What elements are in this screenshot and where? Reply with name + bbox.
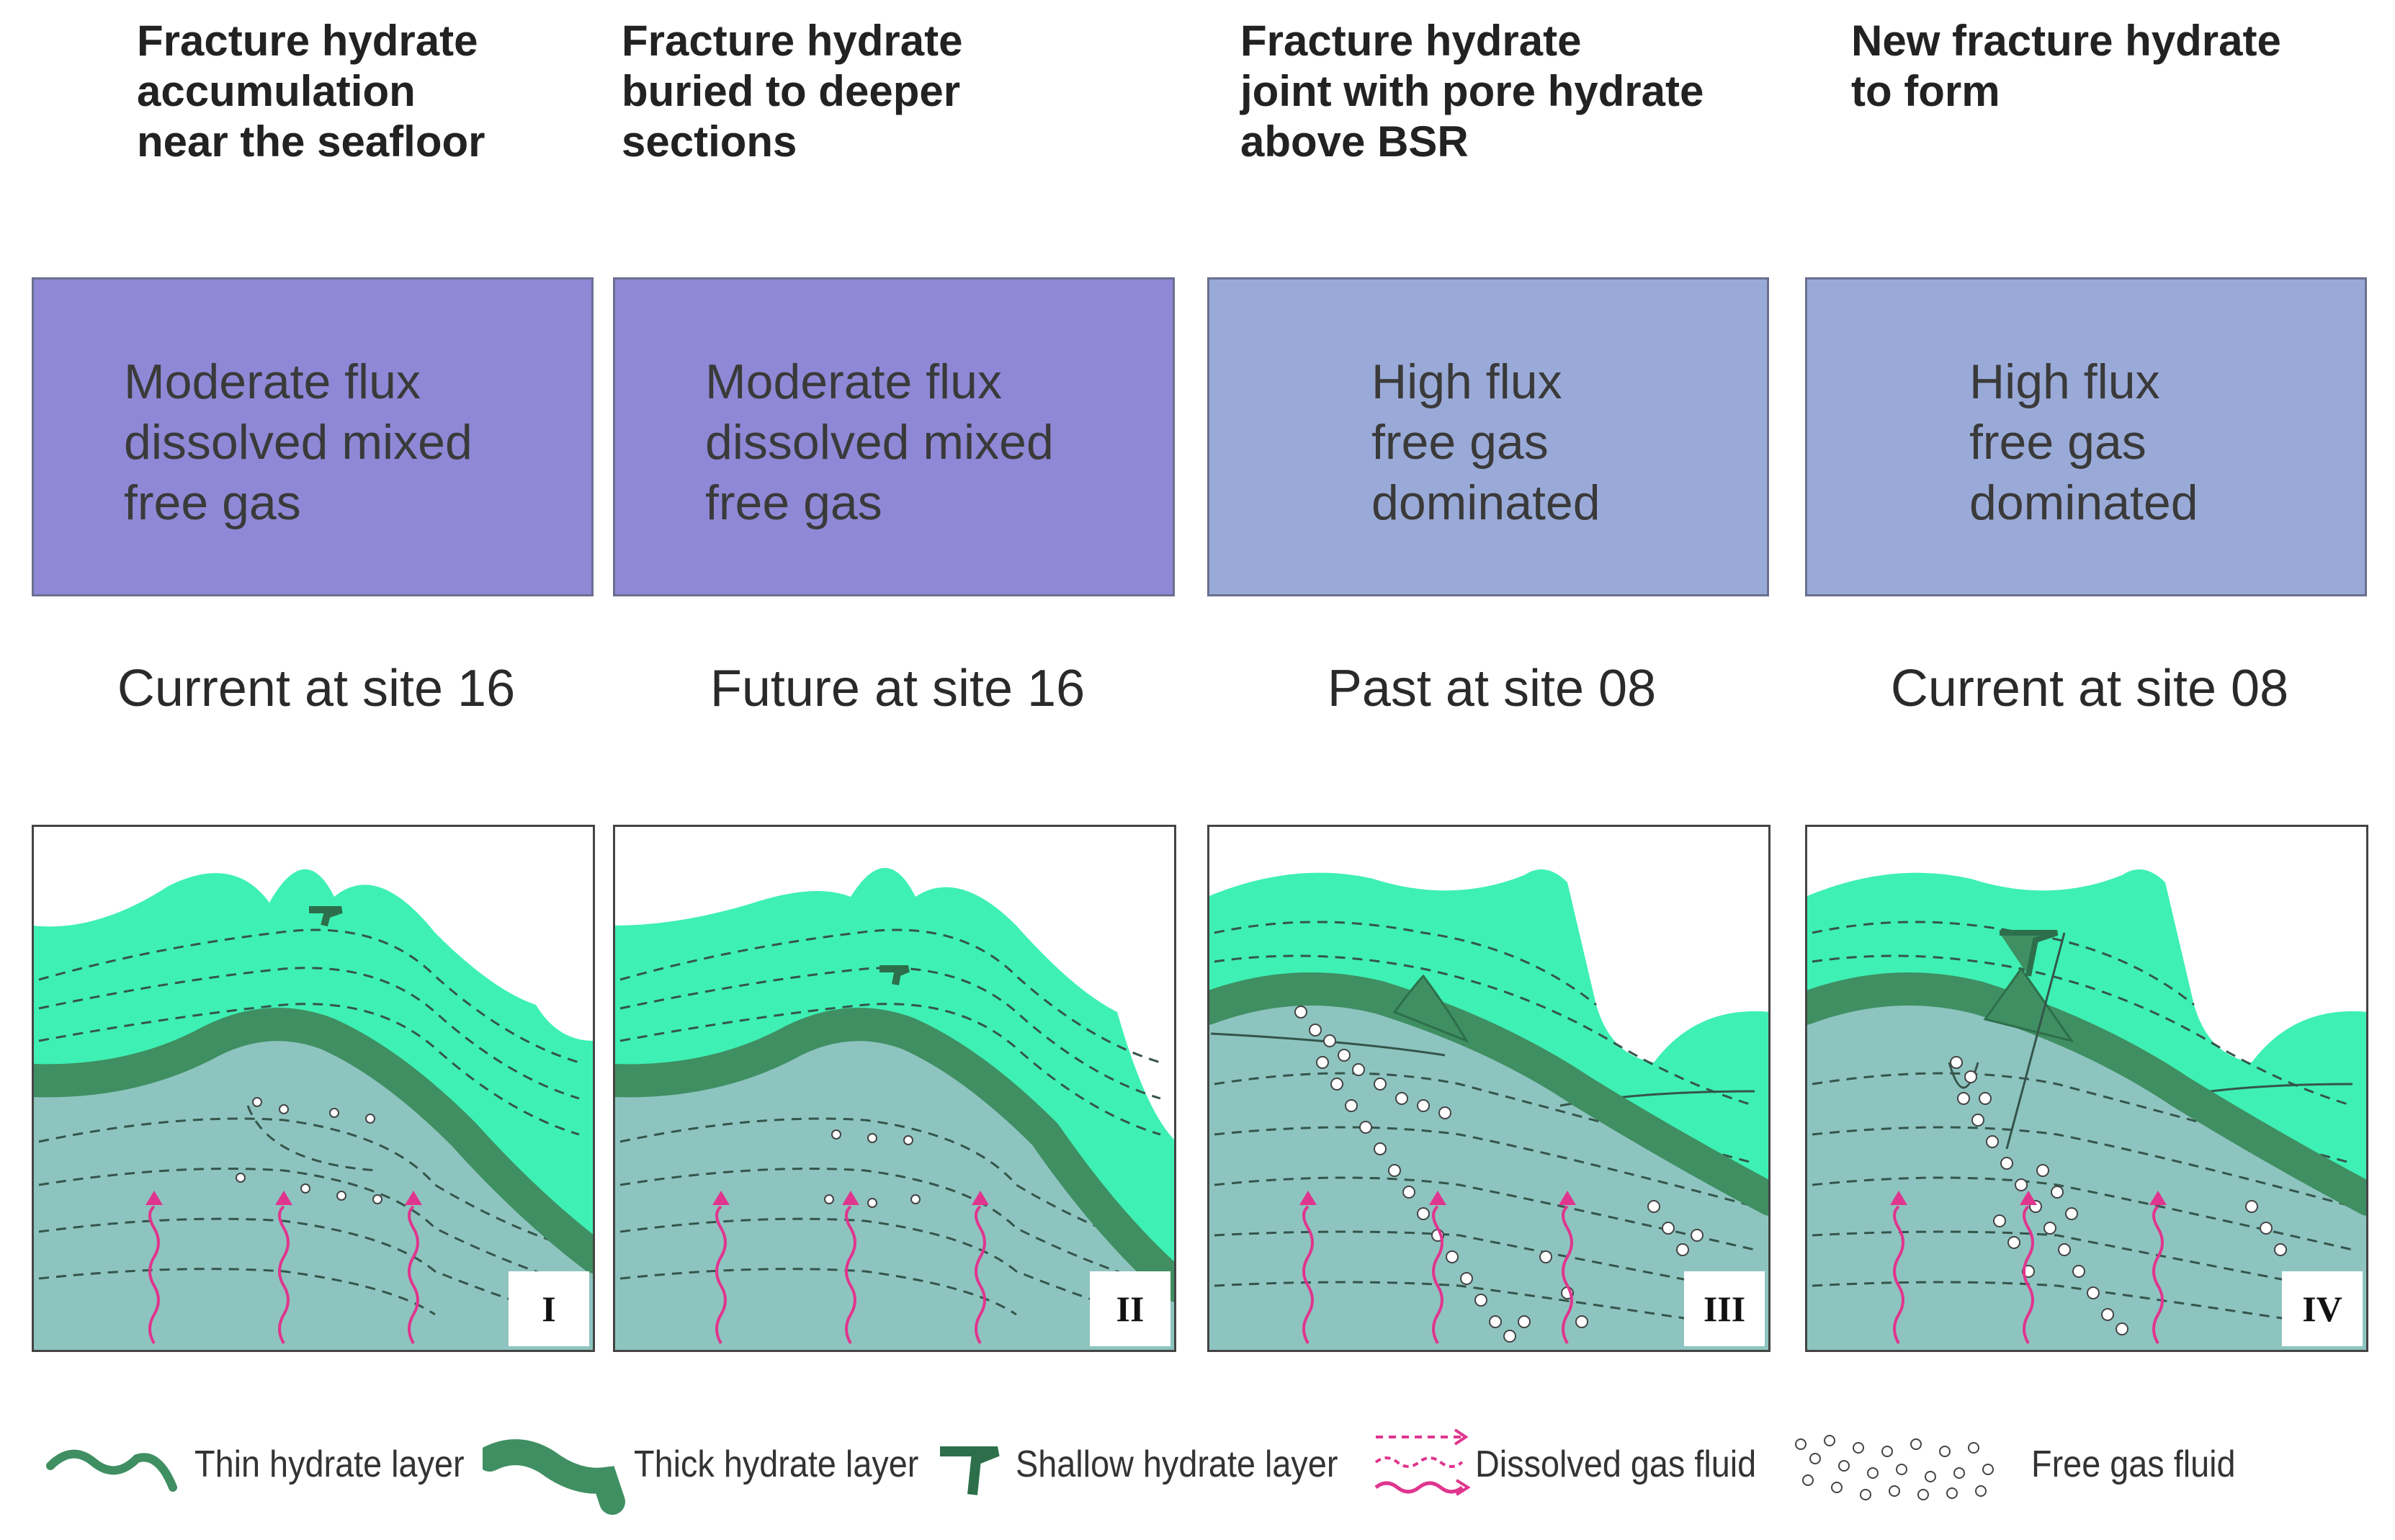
flux-box: Moderate flux dissolved mixed free gas (613, 277, 1175, 596)
shallow-hydrate-icon (940, 1446, 1000, 1495)
thin-hydrate-icon (46, 1449, 177, 1492)
legend-item-thin-hydrate: Thin hydrate layer (43, 1408, 504, 1523)
flux-description: High flux free gas dominated (1371, 354, 1601, 530)
lower-sediment (32, 1019, 595, 1352)
cross-section-panel-4: IV (1805, 825, 2368, 1352)
timeline-label: Past at site 08 (1327, 660, 1657, 717)
flux-box: High flux free gas dominated (1207, 277, 1769, 596)
legend-label: Shallow hydrate layer (1016, 1443, 1338, 1485)
flux-box: High flux free gas dominated (1805, 277, 2367, 596)
stage-column-1: Fracture hydrate accumulation near the s… (32, 0, 601, 1369)
stage-heading: Fracture hydrate buried to deeper sectio… (622, 17, 963, 166)
flux-description: Moderate flux dissolved mixed free gas (124, 354, 473, 530)
legend-item-thick-hydrate: Thick hydrate layer (477, 1408, 929, 1523)
free-gas-icon (1795, 1435, 1994, 1500)
flux-description: Moderate flux dissolved mixed free gas (705, 354, 1054, 530)
stage-heading: Fracture hydrate accumulation near the s… (137, 17, 485, 166)
legend-label: Dissolved gas fluid (1475, 1443, 1757, 1485)
flux-box: Moderate flux dissolved mixed free gas (32, 277, 594, 596)
shallow-hydrate (309, 906, 343, 927)
stage-heading: New fracture hydrate to form (1851, 17, 2281, 115)
legend-label: Thin hydrate layer (194, 1443, 465, 1485)
cross-section-panel-1: I (32, 825, 595, 1352)
dissolved-gas-icon (1374, 1428, 1471, 1496)
timeline-label: Future at site 16 (709, 660, 1085, 717)
panel-label: III (1684, 1271, 1765, 1346)
legend-label: Free gas fluid (2031, 1443, 2236, 1485)
stage-column-3: Fracture hydrate joint with pore hydrate… (1207, 0, 1776, 1369)
stage-column-4: New fracture hydrate to form High flux f… (1805, 0, 2374, 1369)
cross-section-panel-3: III (1207, 825, 1770, 1352)
thick-hydrate-icon (477, 1439, 625, 1515)
stage-column-2: Fracture hydrate buried to deeper sectio… (613, 0, 1182, 1369)
stage-heading: Fracture hydrate joint with pore hydrate… (1240, 17, 1704, 166)
timeline-label: Current at site 08 (1890, 660, 2289, 717)
legend-item-dissolved-gas: Dissolved gas fluid (1369, 1408, 1779, 1523)
panel-label: I (509, 1271, 589, 1346)
panel-label: IV (2282, 1271, 2363, 1346)
thick-hydrate (32, 1008, 595, 1273)
cross-section-panel-2: II (613, 825, 1176, 1352)
legend-item-shallow-hydrate: Shallow hydrate layer (929, 1408, 1361, 1523)
panel-label: II (1090, 1271, 1170, 1346)
timeline-label: Current at site 16 (117, 660, 516, 717)
flux-description: High flux free gas dominated (1969, 354, 2198, 530)
legend-label: Thick hydrate layer (634, 1443, 919, 1485)
legend-item-free-gas: Free gas fluid (1786, 1408, 2291, 1523)
legend: Thin hydrate layer Thick hydrate layer S… (0, 1408, 2395, 1523)
